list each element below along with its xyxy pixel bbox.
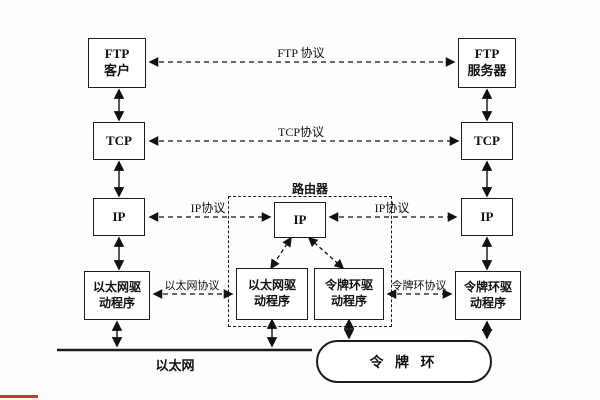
node-token-driver-router-line1: 令牌环驱 xyxy=(324,278,373,293)
node-token-driver-router-line2: 动程序 xyxy=(330,294,367,308)
node-ftp-client: FTP 客户 xyxy=(88,38,146,88)
node-eth-driver-router-line1: 以太网驱 xyxy=(247,278,296,293)
node-token-driver-router: 令牌环驱 动程序 xyxy=(314,268,384,320)
node-tcp-right: TCP xyxy=(461,122,513,160)
node-eth-driver-left: 以太网驱 动程序 xyxy=(84,271,150,320)
arrow-routerip-ethdriver xyxy=(270,236,292,270)
node-ip-router: IP xyxy=(274,202,326,238)
node-ip-left: IP xyxy=(93,198,145,236)
node-tcp-left: TCP xyxy=(93,122,145,160)
red-edge-mark xyxy=(0,395,38,398)
router-boundary xyxy=(228,196,392,327)
node-ip-right-label: IP xyxy=(480,208,494,224)
node-ftp-client-line2: 客户 xyxy=(103,63,130,78)
ftp-protocol-label: FTP 协议 xyxy=(277,46,325,60)
node-token-driver-right-line1: 令牌环驱 xyxy=(463,279,512,294)
token-ring-network: 令 牌 环 xyxy=(316,340,492,383)
node-tcp-left-label: TCP xyxy=(106,132,132,148)
node-ftp-server-line1: FTP xyxy=(474,46,500,62)
node-ip-router-label: IP xyxy=(293,211,307,227)
node-ftp-client-line1: FTP xyxy=(104,46,130,62)
node-eth-driver-router: 以太网驱 动程序 xyxy=(236,268,308,320)
node-tcp-right-label: TCP xyxy=(474,132,500,148)
ethernet-protocol-label: 以太网协议 xyxy=(164,280,220,292)
arrow-routerip-tokendriver xyxy=(307,237,345,269)
node-ftp-server-line2: 服务器 xyxy=(467,63,507,78)
router-label: 路由器 xyxy=(291,182,329,196)
node-eth-driver-left-line1: 以太网驱 xyxy=(92,279,141,294)
token-ring-label: 令 牌 环 xyxy=(369,355,439,371)
ip-protocol-right-label: IP协议 xyxy=(374,201,410,215)
node-token-driver-right-line2: 动程序 xyxy=(469,295,506,310)
ethernet-label: 以太网 xyxy=(155,358,195,373)
token-ring-protocol-label: 令牌环协议 xyxy=(391,280,447,292)
node-ip-left-label: IP xyxy=(112,208,126,224)
node-ip-right: IP xyxy=(461,198,513,236)
node-token-driver-right: 令牌环驱 动程序 xyxy=(455,271,521,320)
node-eth-driver-router-line2: 动程序 xyxy=(253,294,290,308)
node-ftp-server: FTP 服务器 xyxy=(458,38,516,88)
ip-protocol-left-label: IP协议 xyxy=(190,201,226,215)
node-eth-driver-left-line2: 动程序 xyxy=(98,295,135,310)
tcp-protocol-label: TCP协议 xyxy=(277,125,325,139)
